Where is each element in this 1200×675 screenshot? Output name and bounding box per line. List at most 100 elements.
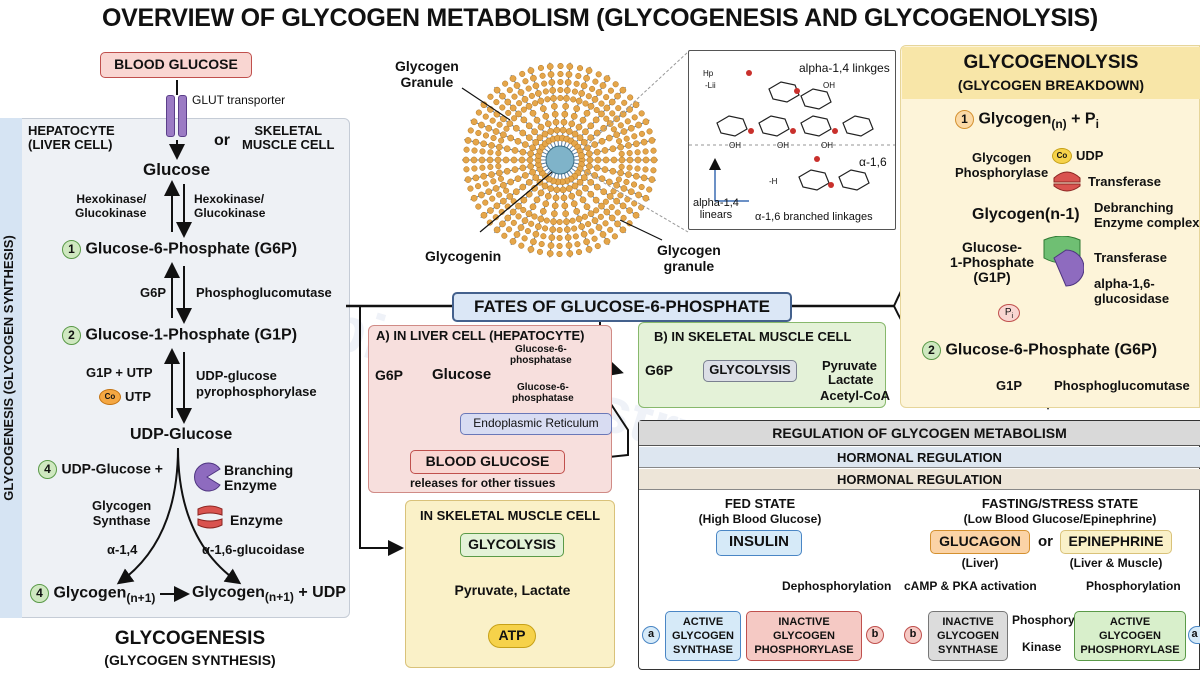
kinase-label: Kinase — [1022, 640, 1062, 654]
glycogenesis-caption: GLYCOGENESIS — [114, 628, 266, 649]
glycogenesis-panel — [10, 118, 350, 618]
glycogen-granule-label: Glycogen Granule — [395, 58, 459, 90]
skeletal-label: SKELETAL MUSCLE CELL — [242, 123, 335, 152]
co-icon: Co — [1052, 148, 1072, 164]
structure-inset: Hp -Lii alpha-1,4 linkges OH OH OH OH -H… — [688, 50, 896, 230]
g6p-short: G6P — [140, 285, 167, 300]
alpha14-linears-label: alpha-1,4 linears — [693, 197, 739, 221]
glycogenesis-caption-sub: (GLYCOGEN SYNTHESIS) — [104, 652, 276, 668]
skeletal-glycolysis-box: GLYCOLYSIS — [460, 533, 564, 557]
oh-label: OH — [821, 141, 833, 150]
oh-label: OH — [729, 141, 741, 150]
hepatocyte-label: HEPATOCYTE (LIVER CELL) — [28, 123, 115, 152]
phosphorylation-label: Phosphorylation — [1086, 579, 1181, 593]
a-badge-2: a — [1188, 626, 1200, 644]
pi-sub: i — [1095, 116, 1099, 131]
transferase-label-1: Transferase — [1088, 174, 1161, 189]
glucagon-box: GLUCAGON — [930, 530, 1030, 554]
g6pase-label-2: Glucose-6- phosphatase — [512, 382, 574, 404]
hexokinase-left: Hexokinase/ Glucokinase — [75, 192, 147, 220]
pi-text: P — [1004, 307, 1012, 318]
h-label: -H — [769, 177, 778, 186]
glycogenolysis-title: GLYCOGENOLYSIS — [963, 52, 1139, 73]
hormonal-regulation-2: HORMONAL REGULATION — [639, 469, 1200, 490]
glycogenesis-side-strip — [0, 118, 22, 618]
step2-row: 2 Glucose-1-Phosphate (G1P) — [62, 326, 297, 345]
insulin-box: INSULIN — [716, 530, 802, 556]
regulation-title: REGULATION OF GLYCOGEN METABOLISM — [639, 421, 1200, 446]
pi-badge: Pi — [998, 304, 1020, 322]
g1p-utp-label: G1P + UTP — [86, 365, 153, 380]
hp-label: Hp — [703, 69, 714, 78]
acetyl-coa-label: Acetyl-CoA — [820, 388, 891, 403]
step-number: 4 — [38, 460, 57, 479]
branching-enzyme-label: Branching Enzyme — [224, 462, 294, 493]
skeletal-title: IN SKELETAL MUSCLE CELL — [419, 508, 601, 523]
epinephrine-sub: (Liver & Muscle) — [1069, 556, 1163, 570]
b-badge-1: b — [866, 626, 884, 644]
alpha14-label: α-1,4 — [107, 542, 138, 557]
pgm-breakdown-label: Phosphoglucomutase — [1054, 378, 1190, 393]
final-right: Glycogen(n+1) + UDP — [192, 584, 346, 604]
fasting-sub: (Low Blood Glucose/Epinephrine) — [963, 512, 1157, 526]
glycogen-synthase-label: Glycogen Synthase — [92, 498, 152, 528]
alpha16-glucoidase-label: α-1,6-glucoidase — [202, 542, 305, 557]
glycogen-right-sub: (n+1) — [264, 590, 294, 605]
g6p-breakdown-label: Glucose-6-Phosphate (G6P) — [945, 341, 1158, 359]
phosphoglucomutase-label: Phosphoglucomutase — [196, 285, 332, 300]
step1-row: 1 Glucose-6-Phosphate (G6P) — [62, 240, 297, 259]
glycogenolysis-panel — [900, 45, 1200, 408]
liver-title: A) IN LIVER CELL (HEPATOCYTE) — [376, 328, 585, 343]
hexokinase-right: Hexokinase/ Glucokinase — [194, 192, 266, 220]
breakdown-step2: 2 Glucose-6-Phosphate (G6P) — [922, 341, 1157, 360]
liver-glucose: Glucose — [432, 366, 492, 383]
transferase-icon — [1052, 170, 1082, 192]
step4-row: 4 UDP-Glucose + — [38, 460, 163, 479]
udp-pyrophosphorylase-label: UDP-glucose pyrophosphorylase — [196, 368, 317, 399]
pi-text-sub: i — [1011, 313, 1014, 320]
g1p-short-label: G1P — [996, 378, 1023, 393]
lactate-label: Lactate — [828, 372, 874, 387]
inactive-glycogen-phosphorylase: INACTIVE GLYCOGEN PHOSPHORYLASE — [746, 611, 862, 661]
step-number: 4 — [30, 584, 49, 603]
glut-transporter-icon — [166, 95, 188, 137]
glycogen-right: Glycogen — [192, 584, 265, 601]
utp-label: UTP — [125, 389, 151, 404]
atp-badge: ATP — [488, 624, 536, 648]
step-number: 1 — [62, 240, 81, 259]
liver-g6p: G6P — [375, 367, 404, 383]
glycogen-granule-label-2: Glycogen granule — [657, 242, 721, 274]
udp-glucose-label: UDP-Glucose — [130, 426, 233, 443]
step-number: 1 — [955, 110, 974, 129]
epinephrine-box: EPINEPHRINE — [1060, 530, 1172, 554]
glycogenolysis-subtitle: (GLYCOGEN BREAKDOWN) — [957, 77, 1145, 93]
releases-label: releases for other tissues — [410, 476, 556, 490]
active-glycogen-synthase: ACTIVE GLYCOGEN SYNTHASE — [665, 611, 741, 661]
or-label-2: or — [1038, 533, 1053, 550]
plus-pi: + P — [1066, 110, 1096, 128]
glycogen-left: Glycogen — [53, 584, 127, 602]
enzyme-icon — [196, 505, 224, 529]
or-label: or — [214, 132, 230, 149]
step-number: 2 — [922, 341, 941, 360]
glycogen-n-sub: (n) — [1051, 116, 1067, 131]
phosphorylase-label: Glycogen Phosphorylase — [955, 150, 1049, 180]
muscle-g6p: G6P — [645, 362, 674, 378]
er-box: Endoplasmic Reticulum — [460, 413, 612, 435]
g6p-label: Glucose-6-Phosphate (G6P) — [85, 240, 298, 258]
transferase-label-2: Transferase — [1094, 250, 1167, 265]
skeletal-pyruvate-label: Pyruvate, Lactate — [454, 582, 571, 598]
inactive-glycogen-synthase: INACTIVE GLYCOGEN SYNTHASE — [928, 611, 1008, 661]
g6pase-label-1: Glucose-6- phosphatase — [510, 344, 572, 366]
udp-label: UDP — [1076, 148, 1104, 163]
pyruvate-label: Pyruvate — [822, 358, 877, 373]
glycogen-n-label: Glycogen — [978, 110, 1052, 128]
blood-glucose-box: BLOOD GLUCOSE — [100, 52, 252, 78]
page-title: OVERVIEW OF GLYCOGEN METABOLISM (GLYCOGE… — [102, 4, 1098, 32]
glycogen-n1-label: Glycogen(n-1) — [972, 206, 1080, 223]
glucose-chain-drawing — [689, 70, 895, 202]
final-row: 4 Glycogen(n+1) — [30, 584, 155, 605]
step-number: 2 — [62, 326, 81, 345]
active-glycogen-phosphorylase: ACTIVE GLYCOGEN PHOSPHORYLASE — [1074, 611, 1186, 661]
debranching-label: Debranching Enzyme complex — [1094, 200, 1200, 230]
